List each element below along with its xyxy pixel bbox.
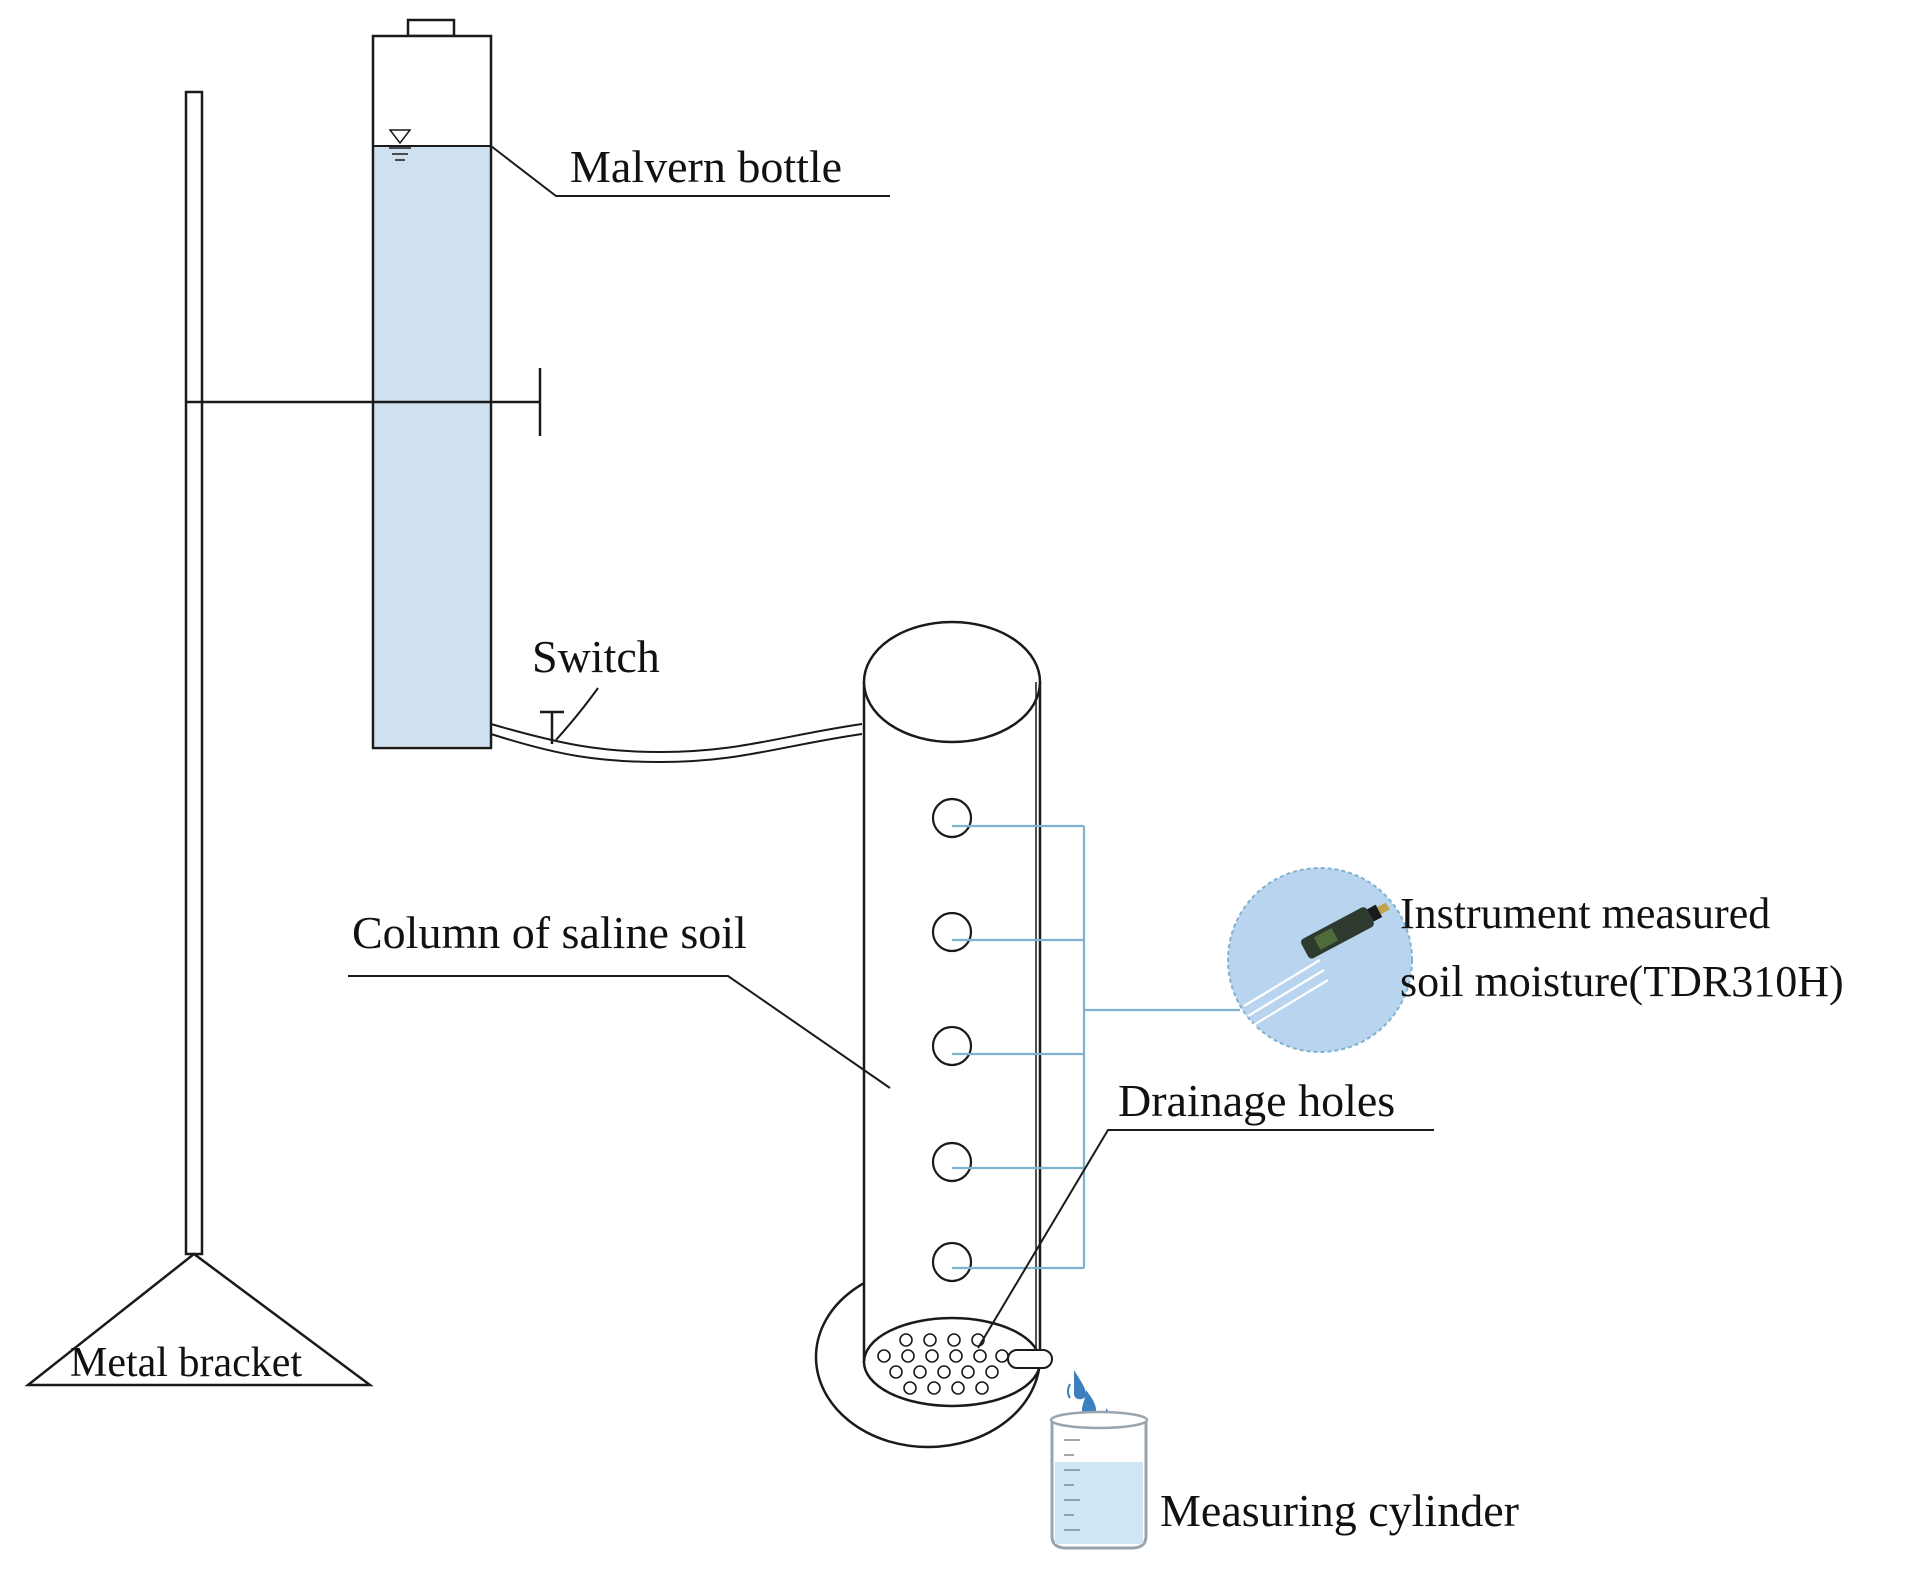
- drainage-leader-line: [977, 1129, 1434, 1349]
- cylinder-rim: [1049, 1410, 1149, 1430]
- bottle-water: [374, 146, 490, 746]
- supply-tube: [490, 723, 863, 764]
- drop-icon: [1082, 1390, 1096, 1416]
- bracket-pole: [184, 90, 204, 1256]
- switch-leader-line: [555, 687, 599, 741]
- measuring-cylinder: [1049, 1410, 1149, 1550]
- bottle-cap: [406, 18, 456, 38]
- column-leader-line: [348, 975, 891, 1089]
- switch-valve: [540, 710, 564, 744]
- instrument-label-line2: soil moisture(TDR310H): [1400, 957, 1844, 1006]
- drop-icon: [1074, 1370, 1086, 1400]
- probe-rods: [1243, 959, 1329, 1027]
- drainage-holes-label: Drainage holes: [1118, 1075, 1395, 1126]
- drain-outlet: [1007, 1349, 1053, 1369]
- metal-bracket-label: Metal bracket: [70, 1340, 302, 1386]
- sensor-port-4: [931, 1141, 973, 1183]
- sensor-ports: [931, 797, 973, 1283]
- probe-head: [1301, 902, 1390, 959]
- bracket-base: [24, 1252, 374, 1387]
- sensor-port-2: [931, 911, 973, 953]
- metal-bracket: [24, 90, 542, 1387]
- instrument-label-line1: Instrument measured: [1400, 889, 1770, 938]
- column-label: Column of saline soil: [352, 907, 747, 958]
- water-level-icon: [388, 129, 412, 161]
- sensor-port-3: [931, 1025, 973, 1067]
- malvern-bottle-label: Malvern bottle: [570, 141, 842, 192]
- switch-label: Switch: [532, 631, 660, 682]
- sensor-wires: [952, 824, 1240, 1270]
- cylinder-water: [1055, 1462, 1143, 1544]
- measuring-cylinder-label: Measuring cylinder: [1160, 1485, 1519, 1536]
- soil-column: [862, 620, 1053, 1408]
- tdr-instrument: [1227, 867, 1413, 1053]
- malvern-leader-line: [490, 145, 890, 197]
- column-top: [862, 620, 1042, 744]
- cylinder-scale: [1064, 1439, 1080, 1531]
- sensor-port-1: [931, 797, 973, 839]
- sensor-port-5: [931, 1241, 973, 1283]
- malvern-bottle: [371, 18, 493, 750]
